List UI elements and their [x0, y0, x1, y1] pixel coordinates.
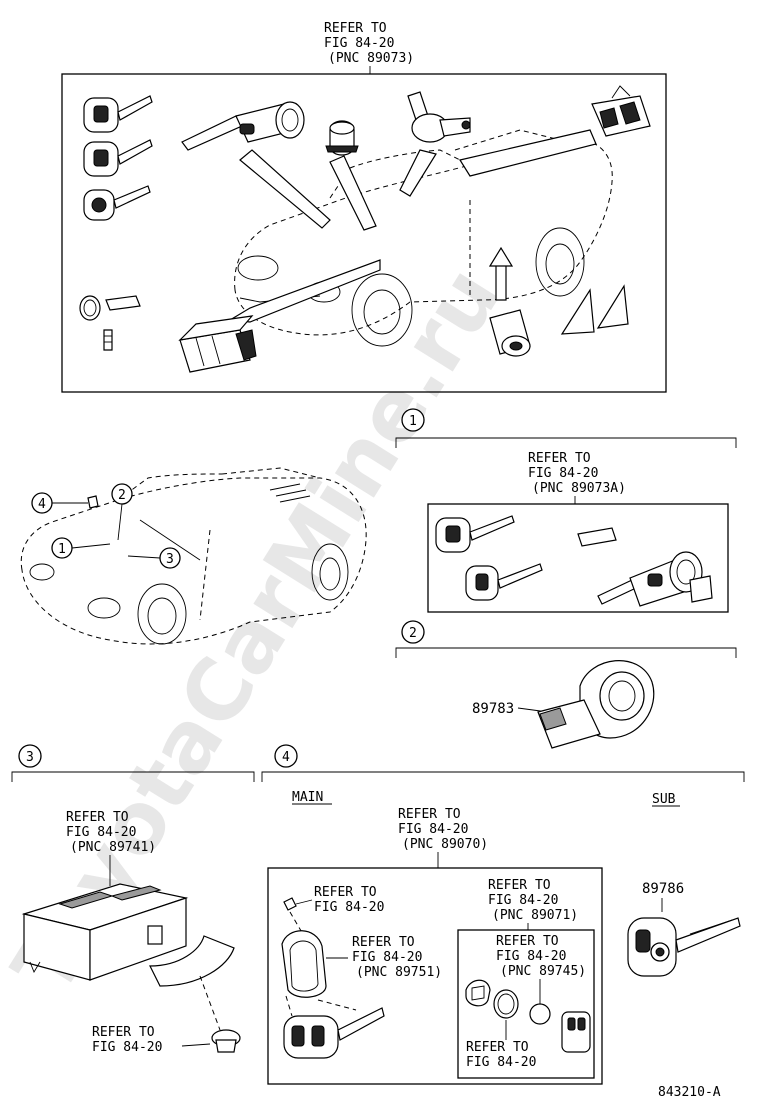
section-4-callout-89745: REFER TO FIG 84-20 (PNC 89745) — [496, 934, 586, 1006]
section-3-callout-top: REFER TO FIG 84-20 (PNC 89741) — [66, 810, 156, 886]
overview-ring — [79, 295, 101, 321]
section-4-dash-2 — [285, 995, 357, 1017]
svg-text:REFER TO: REFER TO — [528, 451, 591, 466]
svg-text:SUB: SUB — [652, 792, 676, 807]
top-callout-line-2: FIG 84-20 — [324, 36, 394, 51]
section-4-sub-label: SUB — [652, 792, 680, 807]
section-4-main-frame — [267, 867, 603, 1085]
svg-text:89783: 89783 — [472, 701, 514, 717]
overview-ecu-module — [178, 315, 257, 373]
section-1-key-1 — [435, 515, 515, 553]
svg-text:FIG 84-20: FIG 84-20 — [398, 822, 468, 837]
svg-text:FIG 84-20: FIG 84-20 — [314, 900, 384, 915]
top-overview-frame — [61, 73, 667, 393]
overview-door-cylinder — [407, 91, 471, 143]
section-3-ecu-box — [21, 883, 235, 987]
section-4-key-cover — [281, 930, 348, 998]
section-2-part-89783: 89783 — [472, 660, 655, 749]
svg-text:3: 3 — [166, 552, 174, 567]
top-callout: REFER TO FIG 84-20 (PNC 89073) — [324, 21, 414, 74]
section-4-main-key — [283, 1007, 385, 1059]
section-4-header: 4 — [261, 744, 745, 782]
svg-text:1: 1 — [409, 414, 417, 429]
section-4-callout-cover: REFER TO FIG 84-20 (PNC 89751) — [352, 935, 442, 980]
svg-text:(PNC 89070): (PNC 89070) — [402, 837, 488, 852]
svg-text:REFER TO: REFER TO — [488, 878, 551, 893]
section-4-callout-89071: REFER TO FIG 84-20 (PNC 89071) — [488, 878, 578, 930]
overview-key-1 — [83, 95, 153, 133]
section-4-battery — [529, 1003, 551, 1025]
svg-text:REFER TO: REFER TO — [314, 885, 377, 900]
car-callout-2: 2 — [111, 483, 133, 541]
svg-text:(PNC 89751): (PNC 89751) — [356, 965, 442, 980]
svg-text:FIG 84-20: FIG 84-20 — [488, 893, 558, 908]
top-callout-line-3: (PNC 89073) — [328, 51, 414, 66]
svg-text:4: 4 — [38, 497, 46, 512]
section-4-sub-key-89786: 89786 — [627, 881, 741, 977]
svg-text:(PNC 89073A): (PNC 89073A) — [532, 481, 626, 496]
section-4-main-label: MAIN — [292, 790, 332, 805]
svg-text:FIG 84-20: FIG 84-20 — [352, 950, 422, 965]
section-4-inner-frame — [457, 929, 595, 1079]
svg-text:3: 3 — [26, 750, 34, 765]
svg-text:4: 4 — [282, 750, 290, 765]
svg-text:REFER TO: REFER TO — [66, 810, 129, 825]
svg-text:FIG 84-20: FIG 84-20 — [496, 949, 566, 964]
section-4-screw — [283, 897, 313, 911]
section-4-button-pad — [561, 1011, 591, 1053]
svg-text:(PNC 89071): (PNC 89071) — [492, 908, 578, 923]
svg-text:REFER TO: REFER TO — [352, 935, 415, 950]
svg-text:FIG 84-20: FIG 84-20 — [528, 466, 598, 481]
svg-text:(PNC 89745): (PNC 89745) — [500, 964, 586, 979]
section-4-transmitter-board — [465, 979, 491, 1007]
section-4-dash-1 — [289, 911, 305, 937]
svg-text:(PNC 89741): (PNC 89741) — [70, 840, 156, 855]
top-callout-line-1: REFER TO — [324, 21, 387, 36]
section-1-ignition-cylinder — [597, 551, 713, 607]
section-4-callout-battery: REFER TO FIG 84-20 — [466, 1020, 536, 1070]
svg-text:2: 2 — [118, 488, 126, 503]
svg-text:2: 2 — [409, 626, 417, 641]
svg-text:FIG 84-20: FIG 84-20 — [92, 1040, 162, 1055]
section-1-header: 1 — [395, 408, 737, 448]
svg-text:FIG 84-20: FIG 84-20 — [66, 825, 136, 840]
overview-ignition-cylinder — [181, 101, 305, 151]
section-3-dashed-leader — [199, 975, 221, 1031]
section-2-header: 2 — [395, 620, 737, 658]
car-callout-4: 4 — [31, 492, 99, 514]
section-1-chip — [577, 527, 617, 547]
figure-id: 843210-A — [658, 1085, 721, 1100]
section-4-o-ring — [493, 989, 519, 1019]
svg-text:REFER TO: REFER TO — [92, 1025, 155, 1040]
section-4-callout-main: REFER TO FIG 84-20 (PNC 89070) — [398, 807, 488, 868]
car-callout-1: 1 — [51, 537, 111, 559]
svg-text:89786: 89786 — [642, 881, 684, 897]
section-3-clip — [211, 1029, 241, 1053]
section-3-callout-bottom: REFER TO FIG 84-20 — [92, 1025, 211, 1055]
section-1-frame — [427, 503, 729, 613]
overview-key-3 — [83, 185, 151, 221]
svg-text:MAIN: MAIN — [292, 790, 323, 805]
svg-text:REFER TO: REFER TO — [398, 807, 461, 822]
section-4-callout-screw: REFER TO FIG 84-20 — [314, 885, 384, 915]
svg-text:REFER TO: REFER TO — [466, 1040, 529, 1055]
overview-key-2 — [83, 139, 153, 177]
svg-text:FIG 84-20: FIG 84-20 — [466, 1055, 536, 1070]
overview-bottom-cylinder — [489, 309, 531, 357]
section-1-key-2 — [465, 563, 543, 601]
overview-screw — [103, 329, 113, 351]
section-3-header: 3 — [11, 744, 255, 782]
svg-text:1: 1 — [58, 542, 66, 557]
overview-triangle-covers — [560, 284, 629, 335]
car-callout-3: 3 — [127, 547, 181, 569]
overview-solenoid — [325, 120, 359, 156]
overview-chip — [105, 295, 141, 311]
section-1-callout: REFER TO FIG 84-20 (PNC 89073A) — [528, 451, 626, 504]
overview-lock-mechanism — [591, 85, 651, 137]
svg-text:REFER TO: REFER TO — [496, 934, 559, 949]
